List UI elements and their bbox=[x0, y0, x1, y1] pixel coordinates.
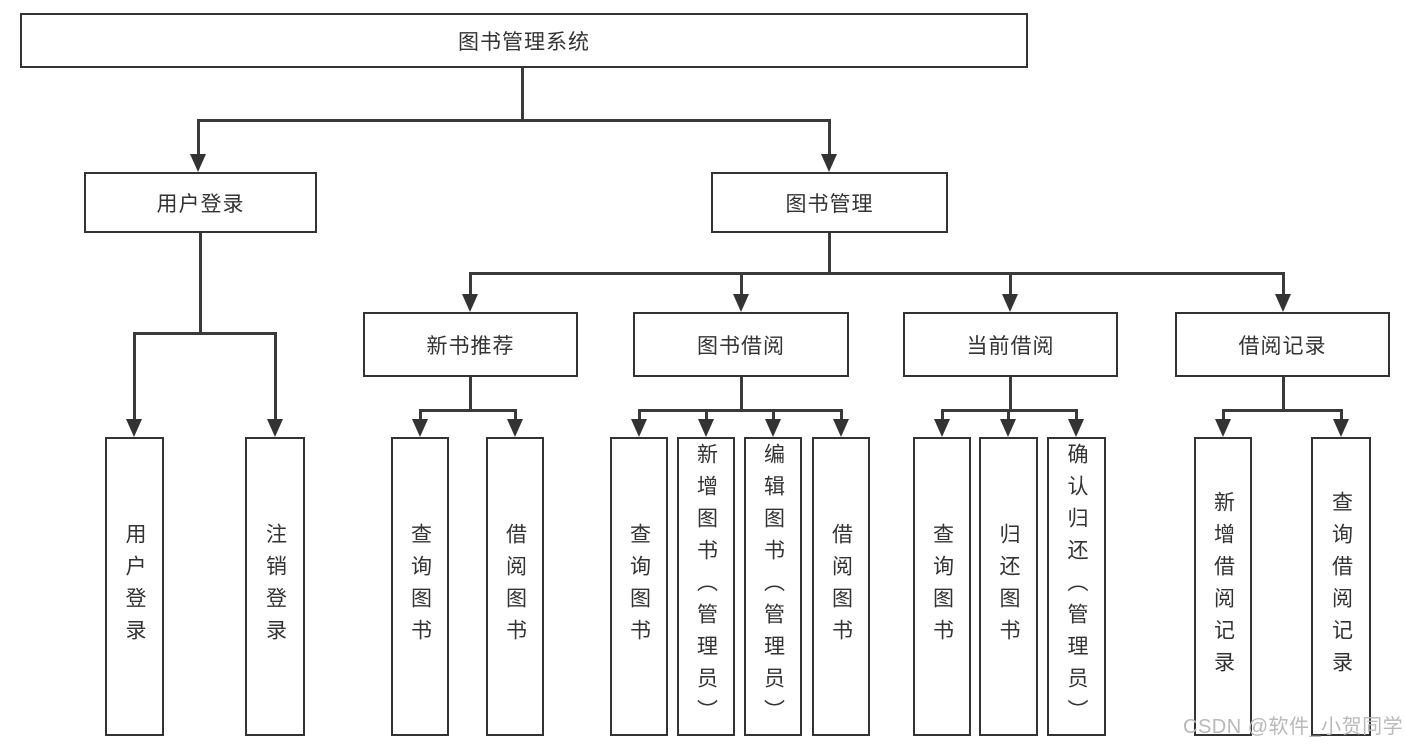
node-confirm-return-admin: 确认归还（管理员） bbox=[1047, 437, 1106, 736]
arrowhead-borrow-borrowing-icon bbox=[833, 419, 849, 437]
edge-stem-query-recommend bbox=[419, 409, 422, 421]
arrowhead-logout-icon bbox=[267, 419, 283, 437]
edge-stem-edit-books bbox=[772, 409, 775, 421]
node-query-books-current-label: 查询图书 bbox=[930, 522, 954, 651]
edge-root-stem bbox=[521, 68, 524, 122]
edge-stem-recommend bbox=[469, 272, 472, 297]
edge-stem-records bbox=[1282, 272, 1285, 297]
edge-user-login-stem bbox=[199, 233, 202, 335]
node-confirm-return-admin-label: 确认归还（管理员） bbox=[1065, 442, 1088, 731]
node-book-borrowing: 图书借阅 bbox=[633, 312, 849, 377]
edge-stem-current bbox=[1009, 272, 1012, 297]
arrowhead-user-login-leaf-icon bbox=[126, 419, 142, 437]
edge-book-mgmt-stem bbox=[828, 233, 831, 275]
edge-stem-add-books bbox=[705, 409, 708, 421]
node-borrow-books-borrowing: 借阅图书 bbox=[812, 437, 870, 736]
node-new-book-recommend: 新书推荐 bbox=[363, 312, 578, 377]
node-edit-books-admin: 编辑图书（管理员） bbox=[744, 437, 802, 736]
edge-stem-return-books bbox=[1007, 409, 1010, 421]
edge-recommend-connector bbox=[419, 409, 517, 412]
arrowhead-query-current-icon bbox=[934, 419, 950, 437]
arrowhead-confirm-return-icon bbox=[1068, 419, 1084, 437]
node-borrow-books-recommend-label: 借阅图书 bbox=[503, 522, 527, 651]
arrowhead-records-icon bbox=[1275, 294, 1291, 312]
node-user-login-leaf-label: 用户登录 bbox=[123, 522, 146, 651]
edge-stem-logout bbox=[274, 332, 277, 422]
edge-records-connector bbox=[1222, 409, 1342, 412]
edge-recommend-stem bbox=[469, 377, 472, 412]
csdn-watermark: CSDN @软件_小贺同学 bbox=[1183, 716, 1404, 738]
edge-stem-book-mgmt bbox=[828, 119, 831, 156]
edge-current-stem bbox=[1009, 377, 1012, 412]
arrowhead-edit-books-icon bbox=[765, 419, 781, 437]
edge-borrowing-connector bbox=[638, 409, 842, 412]
node-add-borrow-record: 新增借阅记录 bbox=[1194, 437, 1252, 736]
node-query-books-recommend-label: 查询图书 bbox=[408, 522, 432, 651]
node-current-borrowing: 当前借阅 bbox=[903, 312, 1118, 377]
arrowhead-query-borrowing-icon bbox=[631, 419, 647, 437]
arrowhead-add-record-icon bbox=[1215, 419, 1231, 437]
node-query-books-recommend: 查询图书 bbox=[391, 437, 449, 736]
node-book-management: 图书管理 bbox=[711, 172, 948, 233]
edge-stem-borrow-recommend bbox=[514, 409, 517, 421]
node-query-borrow-record-label: 查询借阅记录 bbox=[1329, 490, 1353, 683]
node-edit-books-admin-label: 编辑图书（管理员） bbox=[761, 442, 785, 731]
node-logout-login-label: 注销登录 bbox=[263, 522, 287, 651]
edge-level3-connector bbox=[469, 272, 1285, 275]
node-query-books-borrowing: 查询图书 bbox=[610, 437, 668, 736]
edge-user-login-connector bbox=[133, 332, 276, 335]
arrowhead-recommend-icon bbox=[462, 294, 478, 312]
edge-stem-user-login bbox=[197, 119, 200, 156]
arrowhead-book-mgmt-icon bbox=[821, 154, 837, 172]
edge-stem-query-borrowing bbox=[638, 409, 641, 421]
edge-stem-add-record bbox=[1222, 409, 1225, 421]
node-borrow-books-borrowing-label: 借阅图书 bbox=[829, 522, 853, 651]
arrowhead-add-books-icon bbox=[698, 419, 714, 437]
node-add-books-admin: 新增图书（管理员） bbox=[677, 437, 735, 736]
edge-records-stem bbox=[1282, 377, 1285, 412]
node-logout-login: 注销登录 bbox=[245, 437, 305, 736]
edge-stem-borrowing bbox=[740, 272, 743, 297]
node-user-login-branch: 用户登录 bbox=[84, 172, 317, 233]
node-return-books: 归还图书 bbox=[979, 437, 1038, 736]
edge-root-connector bbox=[197, 119, 831, 122]
edge-stem-query-record bbox=[1340, 409, 1343, 421]
arrowhead-return-books-icon bbox=[1000, 419, 1016, 437]
edge-stem-borrow-borrowing bbox=[840, 409, 843, 421]
node-root: 图书管理系统 bbox=[20, 13, 1028, 68]
node-user-login-leaf: 用户登录 bbox=[105, 437, 164, 736]
edge-stem-confirm-return bbox=[1075, 409, 1078, 421]
edge-stem-query-current bbox=[941, 409, 944, 421]
arrowhead-query-recommend-icon bbox=[412, 419, 428, 437]
arrowhead-borrowing-icon bbox=[733, 294, 749, 312]
node-borrow-records: 借阅记录 bbox=[1175, 312, 1390, 377]
node-add-borrow-record-label: 新增借阅记录 bbox=[1211, 490, 1235, 683]
node-query-books-current: 查询图书 bbox=[913, 437, 971, 736]
arrowhead-query-record-icon bbox=[1333, 419, 1349, 437]
node-query-borrow-record: 查询借阅记录 bbox=[1311, 437, 1371, 736]
node-add-books-admin-label: 新增图书（管理员） bbox=[694, 442, 718, 731]
edge-borrowing-stem bbox=[740, 377, 743, 412]
edge-stem-user-login-leaf bbox=[133, 332, 136, 422]
arrowhead-borrow-recommend-icon bbox=[507, 419, 523, 437]
arrowhead-current-icon bbox=[1002, 294, 1018, 312]
arrowhead-user-login-icon bbox=[190, 154, 206, 172]
node-return-books-label: 归还图书 bbox=[997, 522, 1020, 651]
node-borrow-books-recommend: 借阅图书 bbox=[486, 437, 544, 736]
node-query-books-borrowing-label: 查询图书 bbox=[627, 522, 651, 651]
